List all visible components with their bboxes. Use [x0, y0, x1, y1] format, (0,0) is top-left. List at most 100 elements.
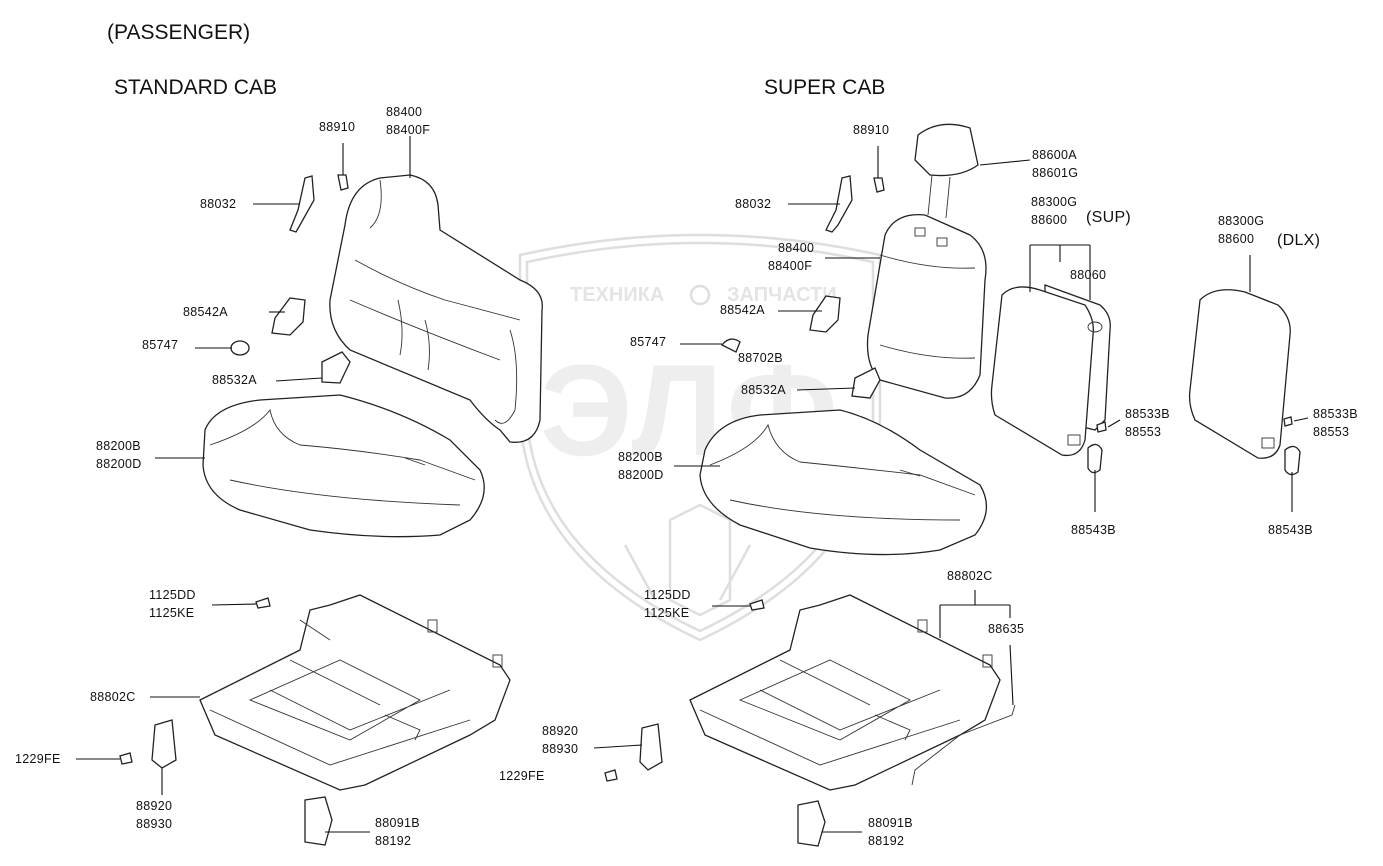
std-hinge-88532a [321, 351, 351, 384]
label-sup-88200: 88200B 88200D [618, 448, 664, 484]
label-std-88200-a: 88200B [96, 439, 141, 453]
label-sup-88032: 88032 [735, 197, 772, 211]
label-sup-88600a: 88600A 88601G [1032, 146, 1078, 182]
sup-rear-back-panel [990, 284, 1111, 457]
label-sup-88300g-b: 88600 [1031, 213, 1068, 227]
label-std-88400: 88400 88400F [386, 103, 430, 139]
label-std-88532a: 88532A [212, 373, 257, 387]
view-title: (PASSENGER) [107, 21, 251, 44]
label-sup-88091b-a: 88091B [868, 816, 913, 830]
label-dlx-88300g-b: 88600 [1218, 232, 1255, 246]
label-sup-88200-b: 88200D [618, 468, 664, 482]
label-std-88910: 88910 [319, 120, 356, 134]
std-knob-85747 [230, 340, 250, 356]
sup-cover-88543b [1087, 443, 1103, 474]
label-std-1229fe: 1229FE [15, 752, 61, 766]
label-dlx-88300g: 88300G 88600 [1218, 212, 1264, 248]
sup-knob-88533b [1096, 421, 1107, 433]
sup-headrest [914, 123, 979, 219]
sup-seat-cushion [699, 409, 987, 556]
sup-bracket-88091b [797, 800, 826, 847]
label-sup-88542a: 88542A [720, 303, 765, 317]
std-leader-lines [76, 136, 411, 833]
label-dlx-88533b: 88533B 88553 [1313, 405, 1358, 441]
label-std-88802c: 88802C [90, 690, 136, 704]
sup-screw-1229fe [604, 769, 618, 782]
sup-leader-lines [593, 146, 1309, 833]
standard-cab-title: STANDARD CAB [114, 76, 277, 99]
label-std-88400-a: 88400 [386, 105, 423, 119]
label-std-1125: 1125DD 1125KE [149, 586, 196, 622]
label-sup-1229fe: 1229FE [499, 769, 545, 783]
label-dlx-88300g-a: 88300G [1218, 214, 1265, 228]
std-bracket-88920 [151, 719, 177, 769]
label-std-88542a: 88542A [183, 305, 228, 319]
label-std-88091b: 88091B 88192 [375, 814, 420, 850]
label-dlx-88533b-b: 88553 [1313, 425, 1350, 439]
super-cab-title: SUPER CAB [764, 76, 886, 99]
label-std-88091b-b: 88192 [375, 834, 412, 848]
label-std-88920-b: 88930 [136, 817, 173, 831]
label-sup-88910: 88910 [853, 123, 890, 137]
label-std-88200-b: 88200D [96, 457, 142, 471]
label-dlx-88533b-a: 88533B [1313, 407, 1358, 421]
std-hinge-cover [271, 297, 306, 336]
label-sup-88091b-b: 88192 [868, 834, 905, 848]
dlx-knob-88533b [1283, 416, 1293, 427]
label-sup-88200-a: 88200B [618, 450, 663, 464]
std-clip-88910 [337, 174, 349, 191]
std-seat-cushion [202, 394, 485, 538]
sup-hinge-cover [809, 295, 841, 333]
label-sup-88600a-b: 88601G [1032, 166, 1079, 180]
label-dlx-tag: (DLX) [1277, 232, 1321, 249]
sup-hinge-88532a [851, 367, 881, 399]
label-sup-88920-a: 88920 [542, 724, 579, 738]
sup-seat-back [866, 214, 987, 399]
label-sup-88533b-a: 88533B [1125, 407, 1170, 421]
label-sup-88920-b: 88930 [542, 742, 579, 756]
label-sup-1125: 1125DD 1125KE [644, 586, 691, 622]
label-sup-85747: 85747 [630, 335, 667, 349]
gear-icon [689, 284, 711, 306]
label-sup-88532a: 88532A [741, 383, 786, 397]
label-std-88200: 88200B 88200D [96, 437, 142, 473]
label-std-88032: 88032 [200, 197, 237, 211]
watermark-right-text: ЗАПЧАСТИ [727, 284, 837, 306]
label-sup-88060: 88060 [1070, 268, 1107, 282]
sup-seat-frame [689, 594, 1016, 791]
label-sup-88533b: 88533B 88553 [1125, 405, 1170, 441]
sup-knob-85747 [720, 338, 741, 353]
label-std-85747: 85747 [142, 338, 179, 352]
sup-bolt-1125dd [749, 599, 765, 611]
label-sup-88920: 88920 88930 [542, 722, 578, 758]
label-sup-88300g: 88300G 88600 [1031, 193, 1077, 229]
label-std-88920: 88920 88930 [136, 797, 172, 833]
label-sup-88635: 88635 [988, 622, 1025, 636]
label-std-88091b-a: 88091B [375, 816, 420, 830]
sup-bracket-88920 [639, 723, 663, 771]
std-latch-rod [289, 175, 315, 233]
label-sup-88091b: 88091B 88192 [868, 814, 913, 850]
label-sup-tag: (SUP) [1086, 209, 1132, 226]
label-sup-88802c: 88802C [947, 569, 993, 583]
dlx-rear-back-panel [1188, 289, 1291, 459]
label-std-88400-b: 88400F [386, 123, 431, 137]
label-sup-88533b-b: 88553 [1125, 425, 1162, 439]
label-sup-88400: 88400 88400F [768, 239, 814, 275]
label-sup-88702b: 88702B [738, 351, 783, 365]
label-sup-88400-a: 88400 [778, 241, 815, 255]
std-seat-back [329, 174, 543, 443]
std-bolt-1125dd [255, 597, 271, 609]
label-dlx-88543b: 88543B [1268, 523, 1313, 537]
std-screw-1229fe [119, 752, 133, 765]
std-bracket-88091b [304, 796, 333, 846]
label-sup-88400-b: 88400F [768, 259, 813, 273]
sup-clip-88910 [873, 177, 885, 193]
std-seat-frame [199, 594, 511, 791]
label-std-1125-b: 1125KE [149, 606, 195, 620]
label-sup-1125-b: 1125KE [644, 606, 690, 620]
label-sup-88600a-a: 88600A [1032, 148, 1077, 162]
dlx-cover-88543b [1284, 445, 1301, 476]
